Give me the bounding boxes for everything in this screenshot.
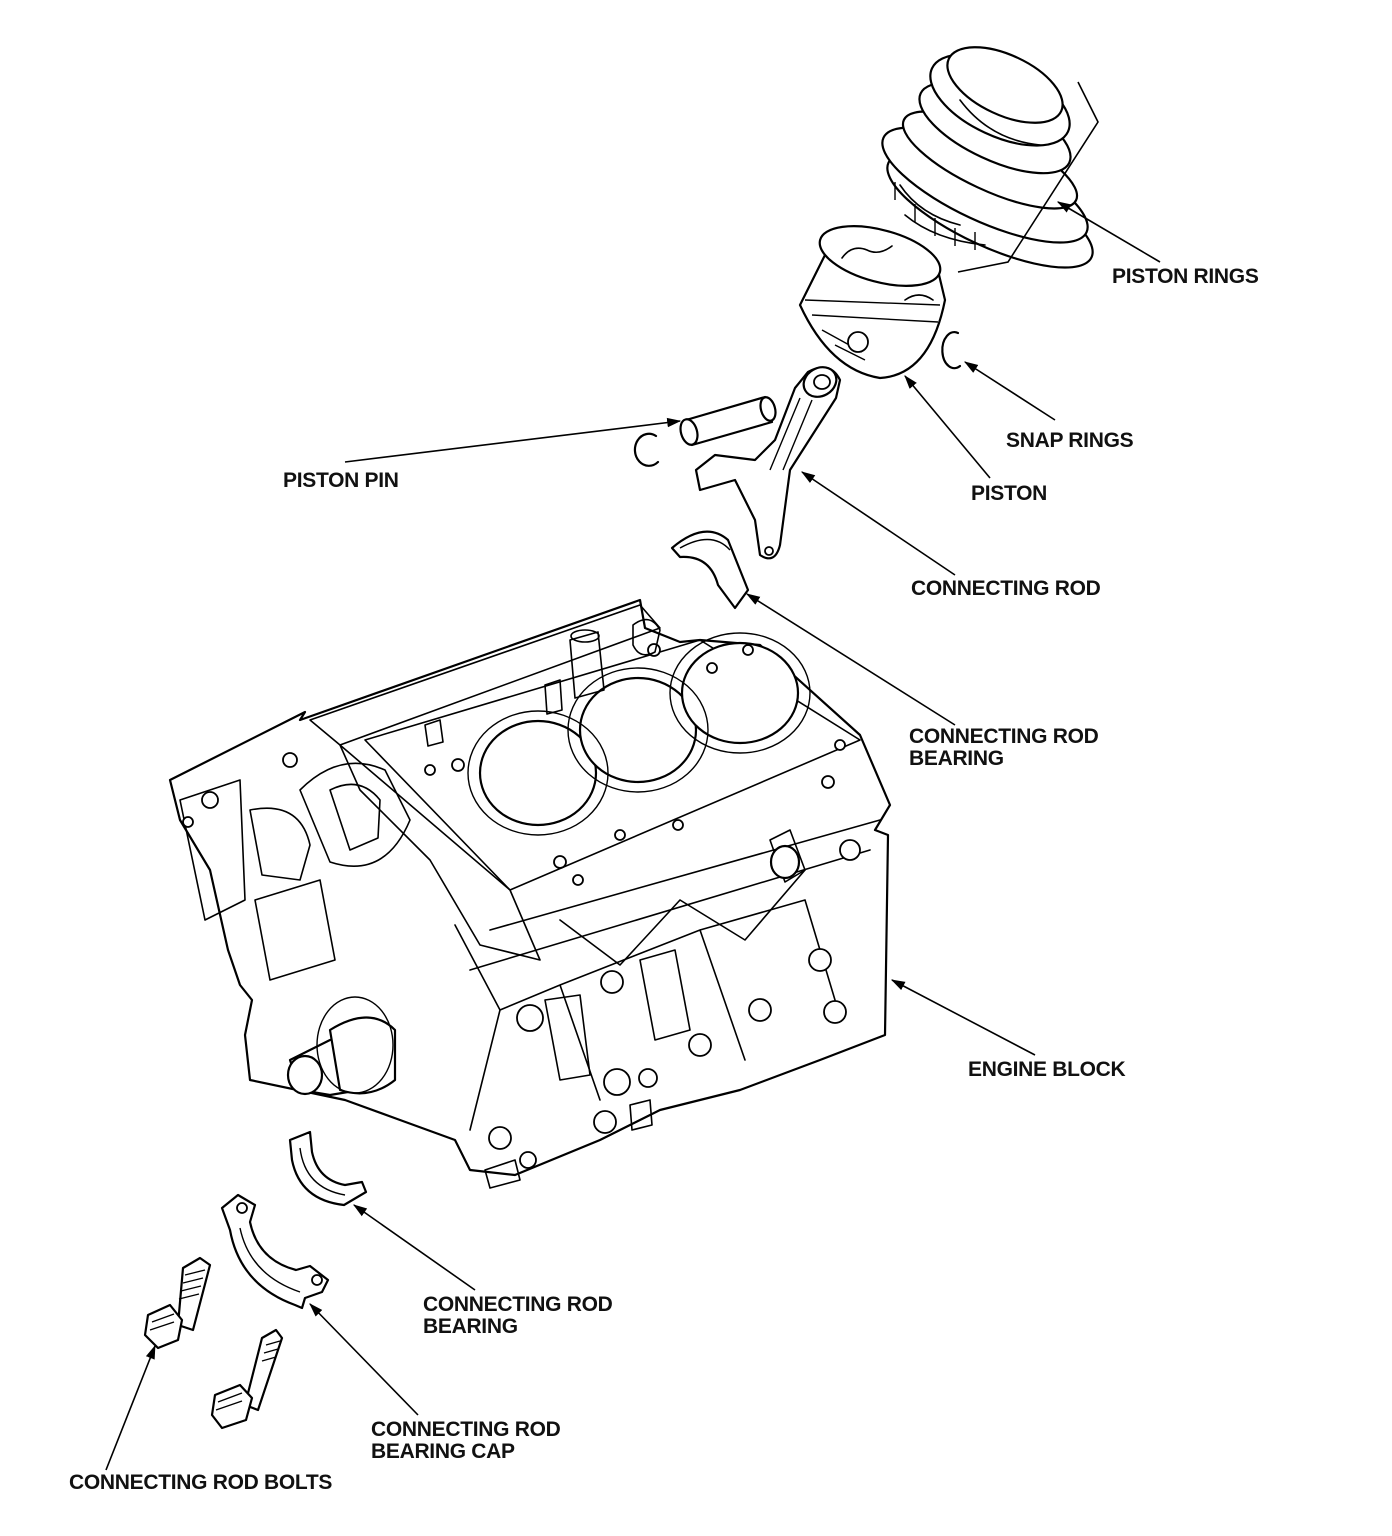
leader-connecting-rod-bearing-upper [746, 593, 956, 726]
label-connecting-rod: CONNECTING ROD [911, 577, 1101, 600]
leader-connecting-rod-bearing-lower [353, 1204, 476, 1291]
leader-piston-rings [1056, 201, 1161, 263]
label-piston-pin: PISTON PIN [283, 469, 399, 492]
piston-rings-illustration [881, 46, 1099, 273]
label-engine-block: ENGINE BLOCK [968, 1058, 1126, 1081]
engine-block-illustration [168, 598, 892, 1189]
piston-illustration [798, 225, 947, 380]
label-piston: PISTON [971, 482, 1047, 505]
snap-ring-right-illustration [941, 331, 962, 370]
label-piston-rings: PISTON RINGS [1112, 265, 1259, 288]
connecting-rod-bearing-upper-illustration [670, 530, 750, 610]
snap-ring-left-illustration [633, 432, 660, 467]
connecting-rod-bolt-2-illustration [210, 1328, 284, 1430]
leader-connecting-rod-bearing-cap [309, 1303, 419, 1416]
connecting-rod-bolt-1-illustration [143, 1256, 212, 1350]
leader-engine-block [890, 979, 1036, 1056]
leader-piston [904, 375, 991, 479]
connecting-rod-bearing-cap-illustration [220, 1193, 330, 1310]
leader-lines [105, 201, 1161, 1471]
leader-piston-pin [344, 417, 682, 463]
connecting-rod-illustration [694, 366, 842, 560]
label-connecting-rod-bearing-cap: CONNECTING ROD BEARING CAP [371, 1418, 561, 1463]
leader-connecting-rod [801, 471, 956, 576]
label-connecting-rod-bearing-upper: CONNECTING ROD BEARING [909, 725, 1099, 770]
label-connecting-rod-bolts: CONNECTING ROD BOLTS [69, 1471, 333, 1494]
piston-pin-illustration [679, 395, 777, 447]
connecting-rod-bearing-lower-illustration [288, 1130, 368, 1207]
leader-connecting-rod-bolts [105, 1344, 156, 1471]
label-connecting-rod-bearing-lower: CONNECTING ROD BEARING [423, 1293, 613, 1338]
label-snap-rings: SNAP RINGS [1006, 429, 1134, 452]
leader-snap-rings [964, 361, 1056, 421]
